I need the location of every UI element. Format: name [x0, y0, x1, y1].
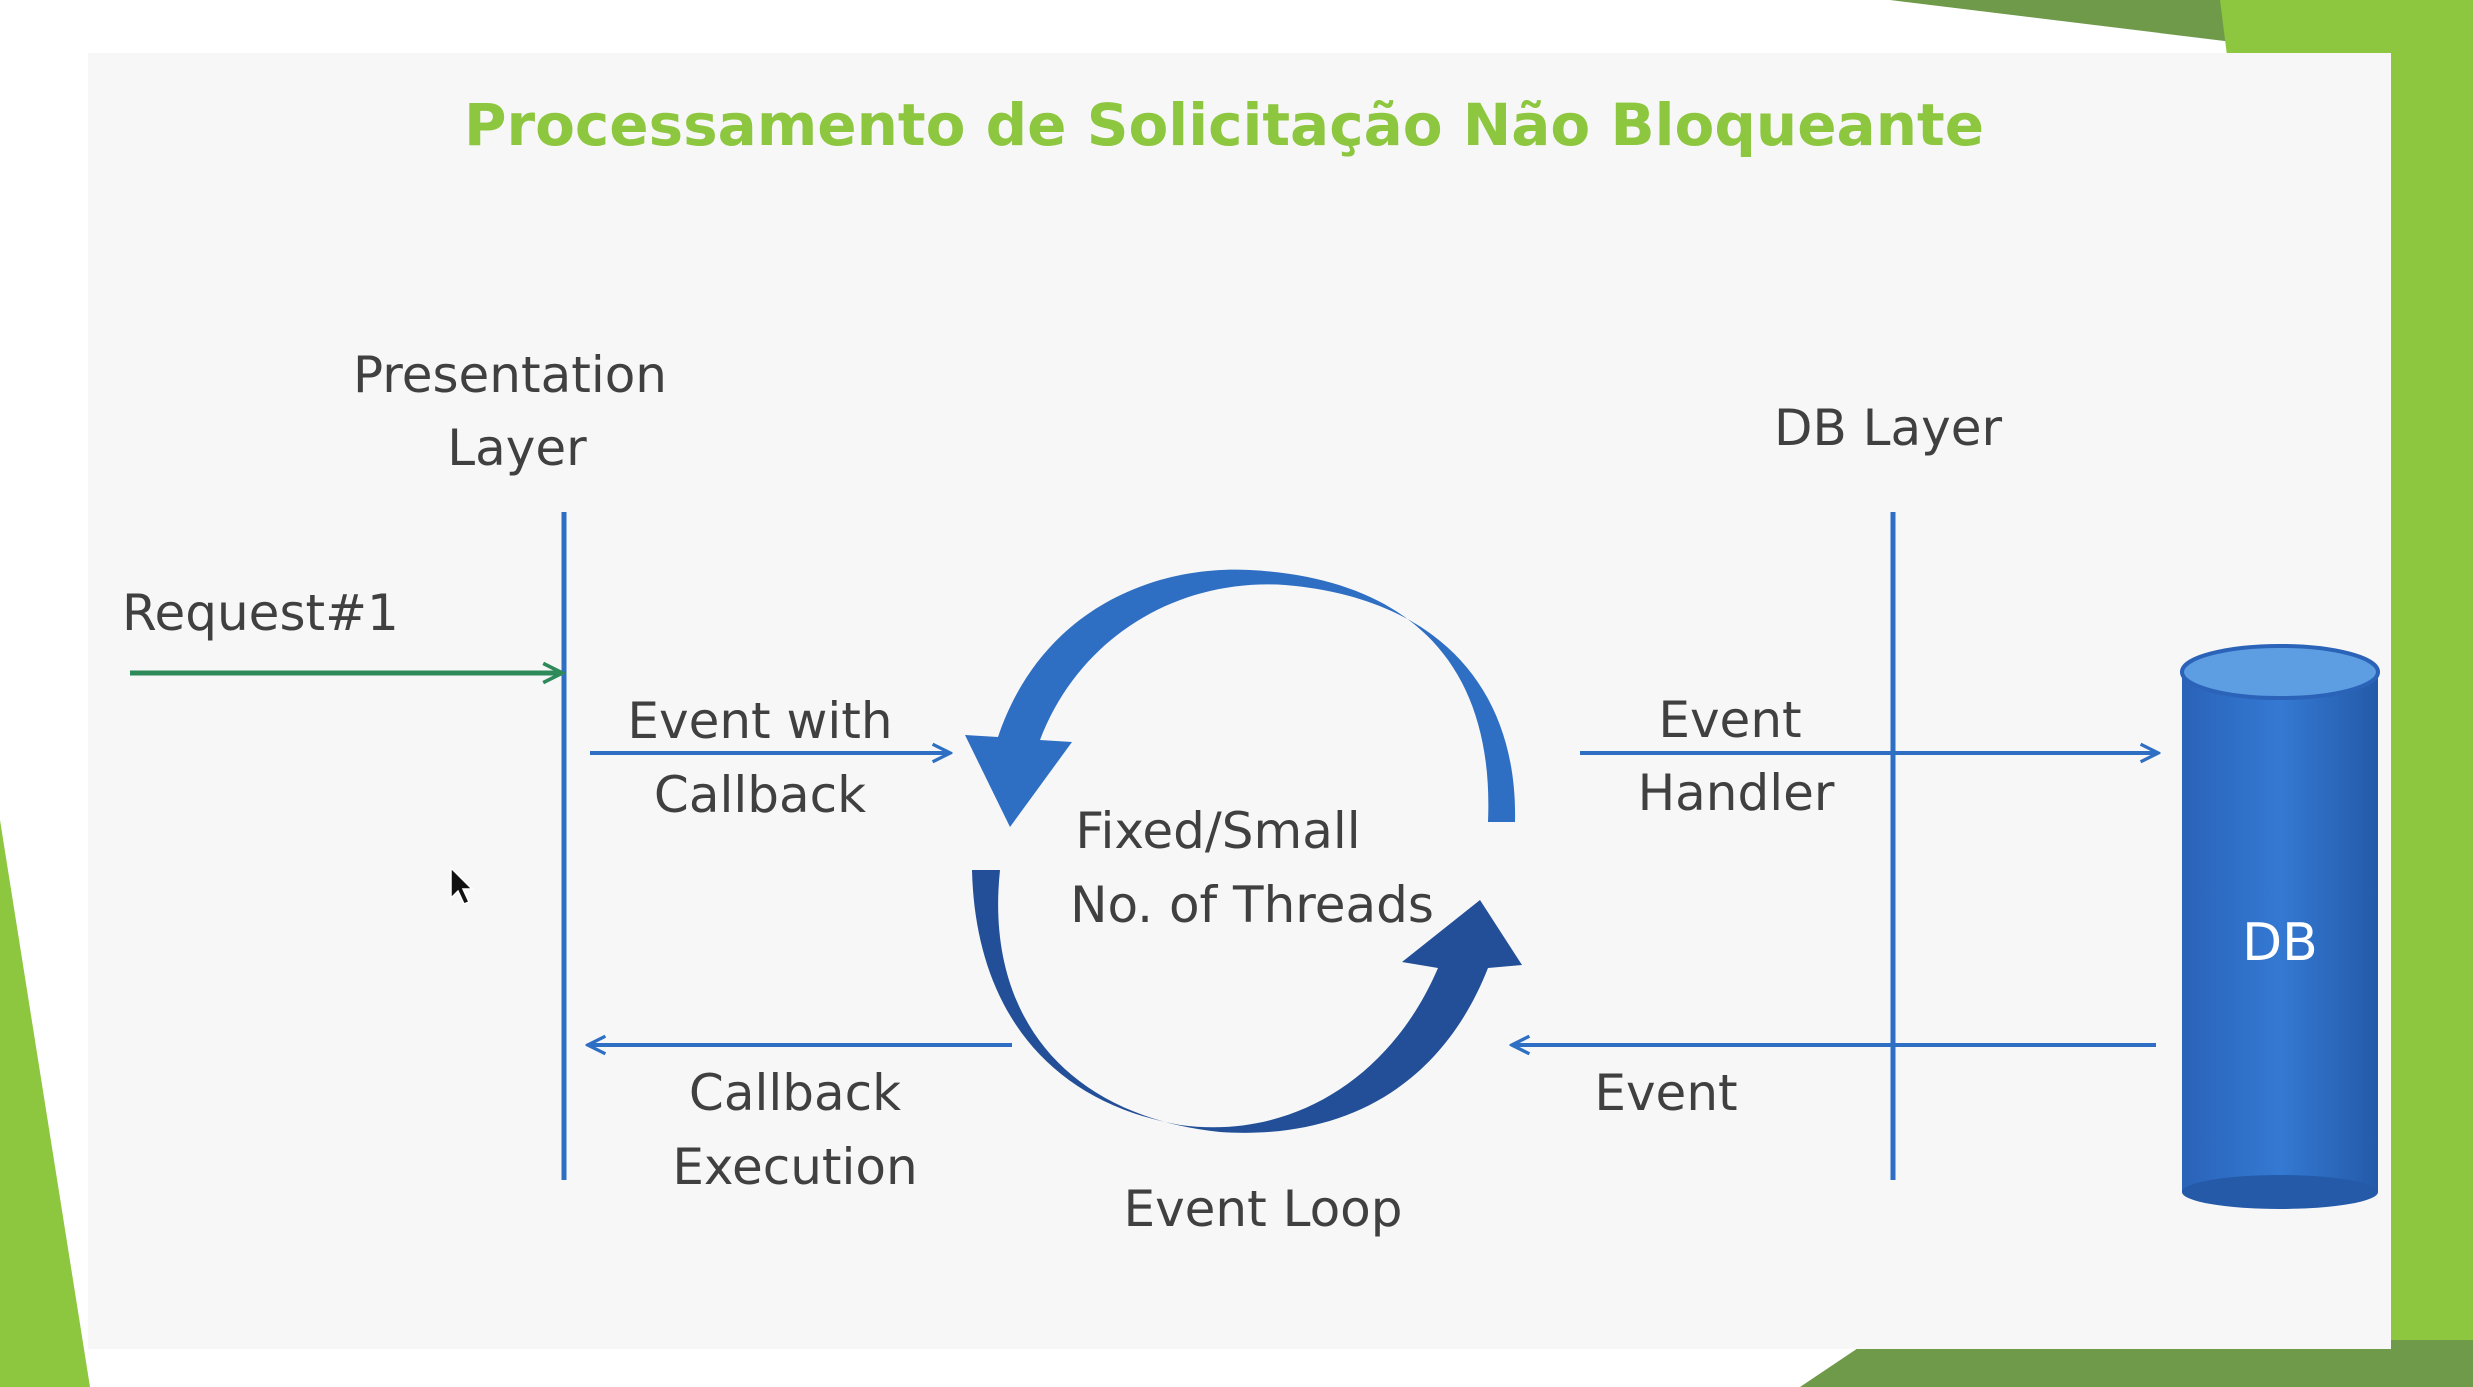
presentation-layer-label-line2: Layer: [447, 419, 587, 477]
event-loop-cycle: [965, 569, 1522, 1133]
db-layer-label: DB Layer: [1774, 399, 2003, 457]
event-with-callback-label-line1: Event with: [627, 692, 892, 750]
event-return-label: Event: [1594, 1064, 1737, 1122]
callback-execution-label-line1: Callback: [689, 1064, 901, 1122]
green-shape-bottom: [1800, 1340, 2473, 1387]
db-cylinder-top: [2180, 644, 2380, 700]
request-label: Request#1: [122, 584, 399, 642]
event-loop-label: Event Loop: [1123, 1180, 1402, 1238]
loop-arrow-lower: [972, 870, 1522, 1133]
event-handler-label-line2: Handler: [1638, 764, 1835, 822]
green-shape-left: [0, 820, 90, 1387]
db-cylinder: [2180, 644, 2380, 1209]
loop-arrow-upper: [965, 569, 1516, 827]
db-label: DB: [2242, 913, 2318, 973]
slide-title: Processamento de Solicitação Não Bloquea…: [464, 91, 1984, 159]
db-cylinder-bottom: [2182, 1175, 2378, 1209]
event-with-callback-label-line2: Callback: [654, 766, 866, 824]
presentation-layer-label-line1: Presentation: [353, 346, 667, 404]
loop-center-label-line1: Fixed/Small: [1075, 802, 1360, 860]
callback-execution-label-line2: Execution: [672, 1138, 917, 1196]
db-cylinder-body: [2182, 672, 2378, 1192]
slide-canvas: [88, 53, 2391, 1349]
mouse-pointer-icon: [450, 866, 474, 905]
loop-center-label-line2: No. of Threads: [1070, 876, 1434, 934]
event-handler-label-line1: Event: [1658, 691, 1801, 749]
